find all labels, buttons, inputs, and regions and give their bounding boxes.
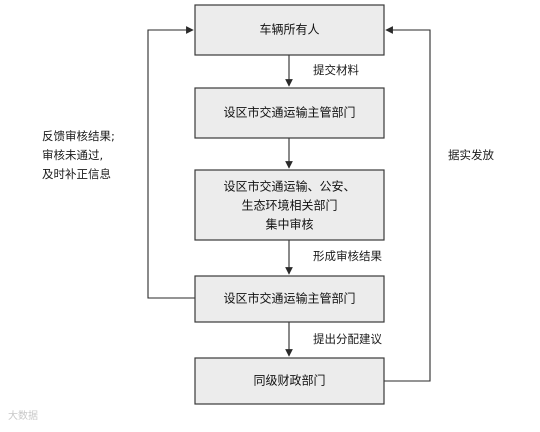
node-joint-review-line-3: 集中审核 — [265, 217, 313, 232]
edge-label-form-results: 形成审核结果 — [313, 249, 382, 263]
node-joint-review: 设区市交通运输、公安、 生态环境相关部门 集中审核 — [194, 169, 385, 241]
edge-label-feedback-line-3: 及时补正信息 — [42, 167, 111, 181]
node-joint-review-line-2: 生态环境相关部门 — [241, 198, 337, 213]
node-joint-review-line-1: 设区市交通运输、公安、 — [223, 179, 355, 194]
edge-label-submit-materials: 提交材料 — [313, 63, 359, 77]
node-transport-dept: 设区市交通运输主管部门 — [194, 87, 385, 139]
edge-label-propose-allocation: 提出分配建议 — [313, 332, 382, 346]
node-finance-dept: 同级财政部门 — [194, 357, 385, 405]
node-vehicle-owner: 车辆所有人 — [194, 4, 385, 56]
node-finance-dept-label: 同级财政部门 — [253, 373, 325, 388]
node-transport-dept-2-label: 设区市交通运输主管部门 — [223, 291, 355, 306]
node-transport-dept-label: 设区市交通运输主管部门 — [223, 105, 355, 120]
edge-label-issue-payment: 据实发放 — [448, 148, 494, 162]
watermark-text: 大数据 — [8, 411, 38, 422]
node-transport-dept-2: 设区市交通运输主管部门 — [194, 275, 385, 323]
node-vehicle-owner-label: 车辆所有人 — [259, 22, 319, 37]
edge-label-feedback-line-1: 反馈审核结果; — [42, 129, 115, 143]
edge-label-feedback-line-2: 审核未通过, — [42, 148, 103, 162]
feedback-loop-line — [147, 26, 195, 299]
issue-payment-loop-line — [384, 26, 431, 382]
